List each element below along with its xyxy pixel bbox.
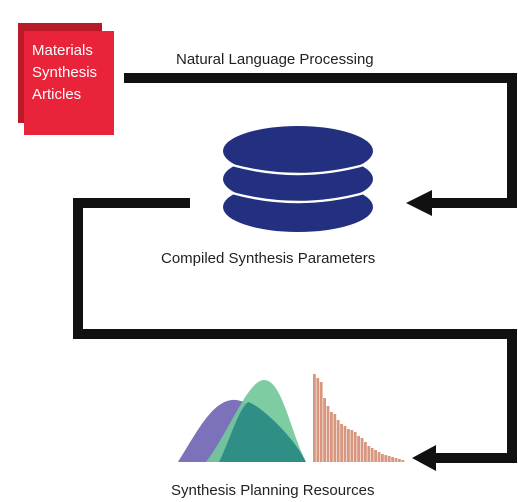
histogram-bar-6 bbox=[330, 412, 333, 462]
histogram-bar-2 bbox=[316, 378, 320, 462]
histogram-bar-5 bbox=[326, 406, 330, 462]
histogram-bar-7 bbox=[333, 414, 337, 462]
planning-arrow-head bbox=[412, 445, 436, 471]
materials-synthesis-articles: Materials Synthesis Articles bbox=[18, 23, 118, 136]
histogram-bar-1 bbox=[313, 374, 316, 462]
histogram-bar-23 bbox=[387, 456, 391, 462]
histogram-bar-13 bbox=[353, 432, 357, 462]
histogram-bar-27 bbox=[401, 460, 405, 462]
database-separator-2 bbox=[231, 191, 365, 204]
histogram-bar-17 bbox=[367, 446, 371, 462]
planning-arrow-line bbox=[73, 198, 517, 463]
histogram-bar-24 bbox=[391, 457, 394, 462]
histogram-bar-26 bbox=[398, 459, 401, 462]
source-line-1: Materials bbox=[32, 42, 93, 59]
histogram-bar-25 bbox=[394, 458, 398, 462]
histogram-bar-4 bbox=[323, 398, 326, 462]
curve-overlap bbox=[219, 402, 306, 462]
histogram-bar-12 bbox=[350, 430, 354, 462]
source-line-3: Articles bbox=[32, 86, 82, 103]
histogram-chart bbox=[313, 374, 405, 462]
histogram-bar-3 bbox=[319, 382, 323, 462]
histogram-bar-21 bbox=[381, 454, 384, 462]
histogram-bar-8 bbox=[336, 420, 340, 462]
histogram-bar-16 bbox=[364, 442, 367, 462]
source-line-2: Synthesis bbox=[32, 64, 98, 81]
database-icon bbox=[223, 126, 373, 232]
nlp-arrow-head bbox=[406, 190, 432, 216]
article-stack-front-sheet: Materials Synthesis Articles bbox=[24, 31, 114, 135]
histogram-bar-22 bbox=[384, 455, 388, 462]
nlp-arrow-line bbox=[124, 73, 517, 208]
histogram-bar-9 bbox=[340, 424, 343, 462]
database-label: Compiled Synthesis Parameters bbox=[161, 250, 376, 267]
histogram-bar-11 bbox=[347, 429, 350, 462]
database-disk-top bbox=[223, 126, 373, 176]
histogram-bar-19 bbox=[374, 450, 377, 462]
resources-label: Synthesis Planning Resources bbox=[171, 482, 375, 499]
nlp-label: Natural Language Processing bbox=[176, 51, 374, 68]
histogram-bar-10 bbox=[343, 426, 347, 462]
histogram-bar-15 bbox=[360, 438, 364, 462]
histogram-bar-18 bbox=[370, 448, 374, 462]
histogram-bar-14 bbox=[357, 436, 360, 462]
histogram-bar-20 bbox=[377, 452, 381, 462]
database-separator-1 bbox=[231, 163, 365, 176]
distribution-curves bbox=[178, 380, 306, 462]
